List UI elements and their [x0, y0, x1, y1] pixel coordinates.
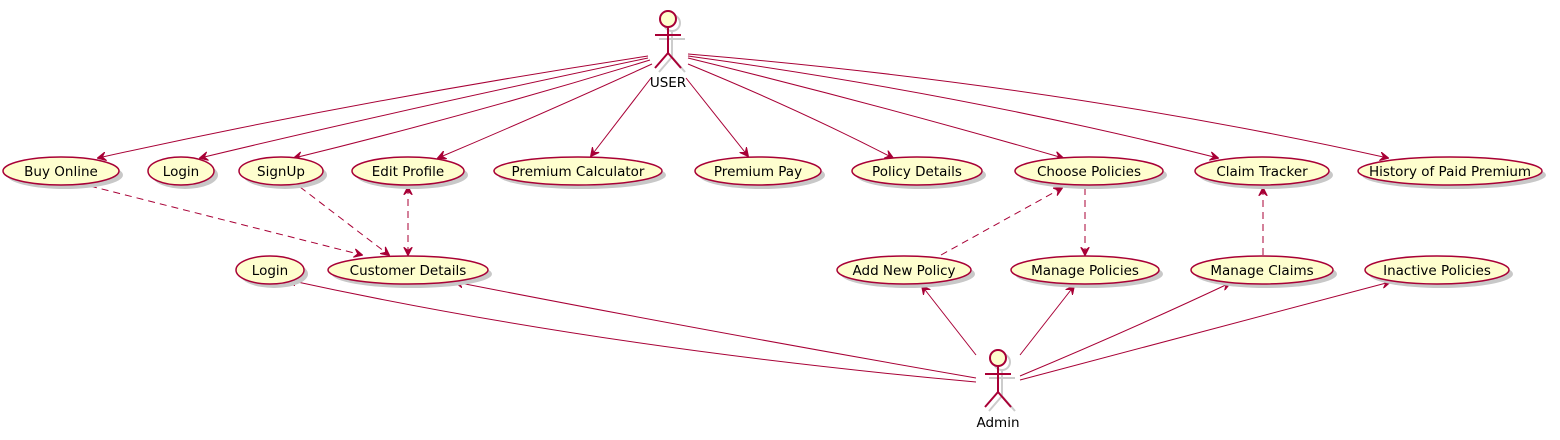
edge-add-new-policy-choose-policies — [940, 188, 1062, 256]
use-case-manage-policies: Manage Policies — [1010, 255, 1163, 288]
actor-user-right-leg — [667, 52, 682, 69]
edge-user-premium-pay — [685, 77, 748, 156]
edge-user-choose-policies — [687, 57, 1063, 158]
use-case-manage-claims: Manage Claims — [1190, 255, 1337, 288]
use-case-claim-tracker-label: Claim Tracker — [1216, 164, 1308, 180]
edge-user-login — [200, 57, 649, 158]
edge-user-history-paid-premium — [687, 53, 1388, 158]
use-case-customer-details-label: Customer Details — [350, 263, 467, 279]
actor-admin-label: Admin — [976, 415, 1019, 431]
actor-user-left-leg — [654, 52, 669, 69]
use-case-inactive-policies-label: Inactive Policies — [1383, 263, 1491, 279]
use-case-premium-pay: Premium Pay — [694, 156, 825, 189]
admin-edges — [288, 280, 1390, 383]
use-case-premium-calculator-label: Premium Calculator — [512, 164, 645, 180]
edge-user-claim-tracker — [687, 55, 1218, 158]
use-case-choose-policies-label: Choose Policies — [1037, 164, 1141, 180]
use-case-premium-pay-label: Premium Pay — [714, 164, 802, 180]
dashed-edges — [89, 185, 1263, 256]
edge-admin-inactive-policies — [1019, 282, 1390, 381]
edge-admin-manage-policies — [1019, 286, 1074, 356]
use-case-manage-claims-label: Manage Claims — [1210, 263, 1313, 279]
use-case-login-admin-label: Login — [252, 263, 288, 279]
use-case-login-user: Login — [147, 156, 218, 189]
use-case-policy-details: Policy Details — [851, 156, 986, 189]
actor-admin-left-leg — [984, 391, 999, 408]
actor-user: USER — [650, 10, 686, 91]
use-case-manage-policies-label: Manage Policies — [1031, 263, 1139, 279]
use-case-login-admin: Login — [235, 255, 308, 288]
user-edges — [98, 53, 1388, 158]
use-case-inactive-policies: Inactive Policies — [1364, 255, 1513, 288]
edge-admin-login — [288, 280, 977, 383]
edge-user-premium-calculator — [591, 77, 652, 156]
edge-admin-manage-claims — [1019, 283, 1230, 377]
use-case-choose-policies: Choose Policies — [1014, 156, 1167, 189]
edge-buy-online-customer-details — [89, 185, 362, 255]
use-case-add-new-policy: Add New Policy — [836, 255, 975, 288]
actor-user-label: USER — [650, 75, 686, 91]
use-case-premium-calculator: Premium Calculator — [493, 156, 666, 189]
use-case-customer-details: Customer Details — [327, 255, 492, 288]
use-case-history-paid-premium-label: History of Paid Premium — [1369, 164, 1531, 180]
edge-signup-customer-details — [299, 186, 389, 255]
use-case-add-new-policy-label: Add New Policy — [853, 263, 956, 279]
use-case-history-paid-premium: History of Paid Premium — [1357, 156, 1546, 189]
edge-user-policy-details — [687, 63, 893, 158]
use-case-signup-label: SignUp — [257, 164, 305, 180]
edge-user-buy-online — [98, 55, 649, 158]
use-case-buy-online: Buy Online — [2, 156, 123, 189]
use-case-edit-profile: Edit Profile — [351, 156, 468, 189]
use-case-login-user-label: Login — [163, 164, 199, 180]
actor-user-head — [659, 10, 677, 28]
edge-admin-customer-details — [455, 282, 977, 379]
use-case-policy-details-label: Policy Details — [872, 164, 962, 180]
actor-admin: Admin — [976, 349, 1020, 431]
use-case-signup: SignUp — [238, 156, 327, 189]
edge-user-signup — [294, 59, 651, 158]
use-case-edit-profile-label: Edit Profile — [372, 164, 444, 180]
edge-user-edit-profile — [438, 63, 653, 158]
use-case-buy-online-label: Buy Online — [24, 164, 98, 180]
edge-admin-add-new-policy — [922, 286, 977, 356]
use-case-claim-tracker: Claim Tracker — [1194, 156, 1333, 189]
actor-admin-right-leg — [997, 391, 1012, 408]
actor-admin-head — [989, 349, 1007, 367]
